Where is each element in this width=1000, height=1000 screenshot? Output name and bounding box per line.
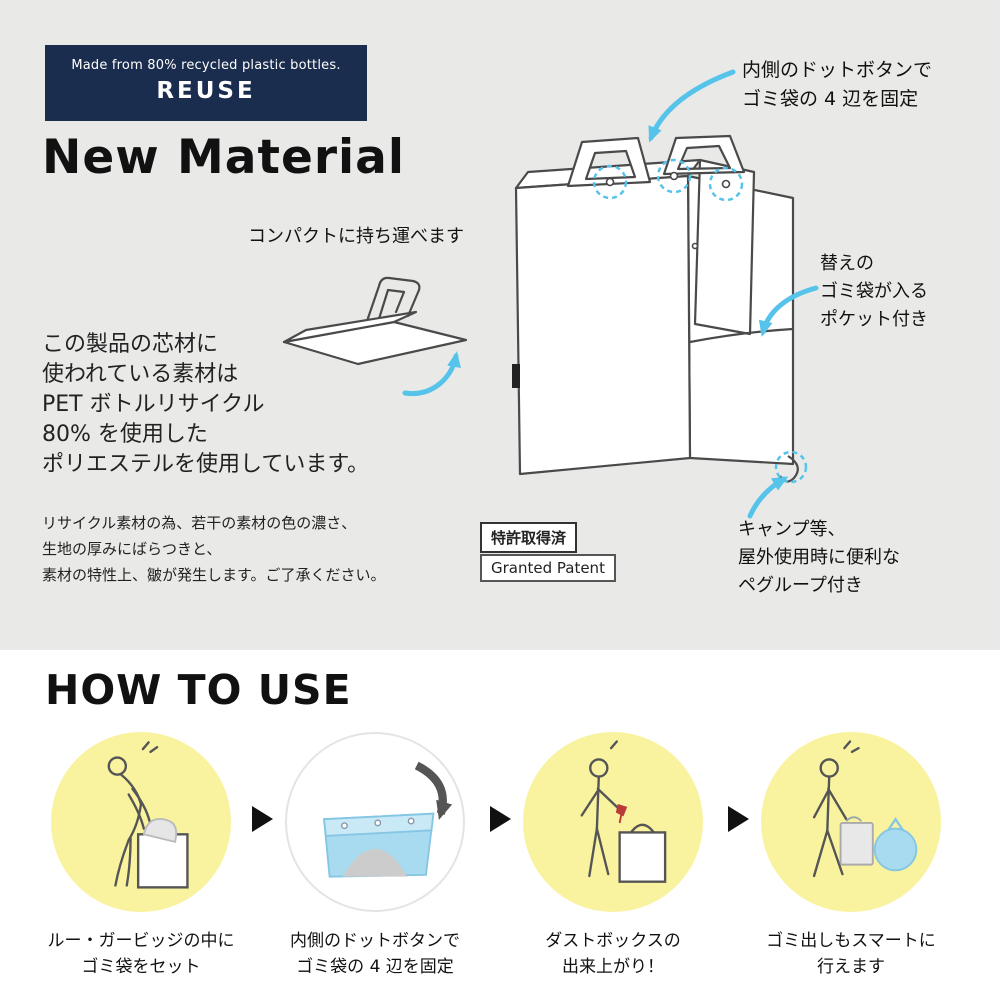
step-arrow-icon bbox=[728, 806, 749, 832]
brand-tag bbox=[512, 364, 520, 388]
step-1-illustration bbox=[51, 732, 231, 912]
how-to-use-title: HOW TO USE bbox=[45, 666, 352, 714]
garbage-box-illustration bbox=[512, 134, 808, 484]
material-disclaimer: リサイクル素材の為、若干の素材の色の濃さ、 生地の厚みにばらつきと、 素材の特性… bbox=[42, 514, 386, 584]
step-arrow-icon bbox=[490, 806, 511, 832]
howto-step-4: ゴミ出しもスマートに 行えます bbox=[746, 732, 956, 981]
howto-step-3: ダストボックスの 出来上がり！ bbox=[508, 732, 718, 981]
material-description: この製品の芯材に 使われている素材は PET ボトルリサイクル 80% を使用し… bbox=[42, 332, 370, 477]
highlight-dashed-circles bbox=[592, 158, 808, 484]
reuse-badge: Made from 80% recycled plastic bottles. … bbox=[45, 45, 367, 121]
howto-step-1: ルー・ガービッジの中に ゴミ袋をセット bbox=[36, 732, 246, 981]
section-heading: New Material bbox=[42, 130, 405, 185]
patent-badge-ja: 特許取得済 bbox=[480, 522, 578, 553]
callout-spare-pocket: 替えの ゴミ袋が入る ポケット付き bbox=[820, 253, 928, 330]
step-4-caption: ゴミ出しもスマートに 行えます bbox=[766, 931, 936, 978]
step-2-illustration bbox=[285, 732, 465, 912]
patent-badge-en: Granted Patent bbox=[480, 554, 616, 582]
dot-buttons bbox=[605, 171, 731, 250]
step-1-caption: ルー・ガービッジの中に ゴミ袋をセット bbox=[47, 931, 235, 978]
step-3-caption: ダストボックスの 出来上がり！ bbox=[545, 931, 681, 978]
howto-step-2: 内側のドットボタンで ゴミ袋の 4 辺を固定 bbox=[270, 732, 480, 981]
step-4-illustration bbox=[761, 732, 941, 912]
badge-title: REUSE bbox=[156, 78, 256, 104]
step-2-caption: 内側のドットボタンで ゴミ袋の 4 辺を固定 bbox=[290, 931, 460, 978]
step-3-illustration bbox=[523, 732, 703, 912]
badge-subtitle: Made from 80% recycled plastic bottles. bbox=[71, 58, 341, 73]
callout-peg-loop: キャンプ等、 屋外使用時に便利な ペグループ付き bbox=[738, 519, 900, 596]
folded-bag-illustration bbox=[282, 276, 468, 366]
callout-dot-buttons: 内側のドットボタンで ゴミ袋の 4 辺を固定 bbox=[742, 59, 933, 111]
compact-carry-label: コンパクトに持ち運べます bbox=[248, 226, 464, 247]
step-arrow-icon bbox=[252, 806, 273, 832]
